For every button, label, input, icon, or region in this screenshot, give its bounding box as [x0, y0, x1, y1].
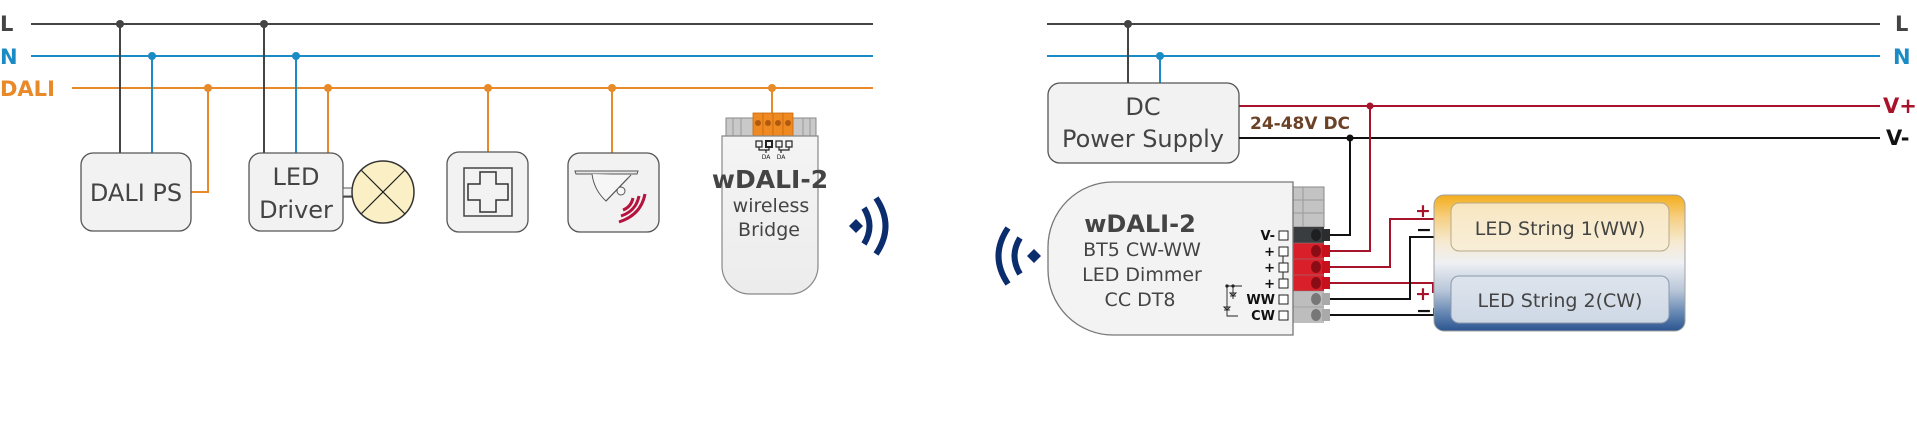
bridge-line-2: Bridge: [738, 219, 800, 241]
voltage-label: 24-48V DC: [1250, 114, 1350, 134]
led-driver-label-2: Driver: [259, 196, 333, 224]
lamp-icon: [342, 160, 415, 224]
wdali2-bridge-device[interactable]: DA DA wDALI-2 wireless Bridge: [712, 112, 828, 295]
dimmer-line-1: BT5 CW-WW: [1083, 239, 1201, 261]
terminal-label-plus-3: +: [1264, 277, 1275, 292]
led-channel-symbol-icon: [1222, 284, 1242, 317]
polarity-minus-1: −: [1416, 219, 1432, 241]
dali-ps-label: DALI PS: [90, 179, 182, 207]
power-supply-wiring: [1124, 20, 1164, 83]
bus-label-n-right: N: [1893, 45, 1911, 69]
polarity-plus-1: +: [1415, 200, 1431, 222]
terminal-label-vminus: V-: [1260, 229, 1275, 244]
led-string-2[interactable]: LED String 2(CW): [1450, 275, 1670, 324]
sensor-device[interactable]: [567, 152, 660, 233]
bridge-wireless-icon: [849, 196, 889, 256]
terminal-label-ww: WW: [1246, 293, 1275, 308]
pushbutton-device[interactable]: [446, 151, 529, 233]
dimmer-line-3: CC DT8: [1105, 289, 1176, 311]
dali-ps-wiring: [116, 20, 212, 193]
led-driver-wiring: [260, 20, 332, 153]
dimmer-line-2: LED Dimmer: [1082, 264, 1202, 286]
power-supply-label-2: Power Supply: [1062, 125, 1224, 153]
bus-label-vminus: V-: [1886, 126, 1909, 150]
bridge-da-label-1: DA: [762, 154, 772, 161]
led-string-1[interactable]: LED String 1(WW): [1450, 202, 1670, 252]
dc-power-supply-device[interactable]: DC Power Supply: [1047, 82, 1240, 164]
led-driver-device[interactable]: LED Driver: [248, 152, 344, 232]
bridge-title: wDALI-2: [712, 165, 828, 194]
dimmer-output-wiring: [1330, 102, 1451, 316]
left-diagram: L N DALI DALI PS: [0, 12, 889, 295]
dimmer-terminal-block: [1292, 186, 1330, 323]
terminal-label-plus-1: +: [1264, 245, 1275, 260]
bus-label-n: N: [0, 45, 18, 69]
dimmer-title: wDALI-2: [1084, 210, 1196, 238]
ceiling-sensor-icon: [574, 170, 639, 202]
bus-label-vplus: V+: [1883, 94, 1917, 118]
led-driver-label-1: LED: [272, 163, 319, 191]
bus-label-l: L: [0, 12, 13, 36]
sensor-wireless-waves-icon: [618, 193, 647, 224]
dimmer-terminal-squares: [1278, 230, 1289, 321]
bus-label-dali: DALI: [0, 77, 55, 101]
terminal-label-cw: CW: [1251, 309, 1275, 324]
led-strings-panel: LED String 1(WW) LED String 2(CW): [1433, 194, 1686, 332]
bus-label-l-right: L: [1895, 12, 1908, 36]
pushbutton-wiring: [484, 84, 492, 152]
bridge-terminal-symbols: [755, 140, 793, 153]
led-string-2-label: LED String 2(CW): [1478, 290, 1643, 312]
pushbutton-icon: [463, 167, 513, 217]
sensor-wiring: [608, 84, 616, 153]
right-diagram: L N DC Power Supply V+ V- 24-48V DC: [995, 12, 1917, 336]
bridge-line-1: wireless: [733, 195, 810, 217]
dimmer-terminal-labels: V- + + + WW CW: [1246, 229, 1275, 324]
bridge-terminal-block: [725, 112, 817, 137]
power-supply-label-1: DC: [1125, 93, 1160, 121]
polarity-plus-2: +: [1415, 283, 1431, 305]
bridge-da-label-2: DA: [777, 154, 787, 161]
wdali2-dimmer-device[interactable]: wDALI-2 BT5 CW-WW LED Dimmer CC DT8 V- +…: [1047, 181, 1330, 336]
polarity-marks: + − + −: [1415, 200, 1432, 322]
led-string-1-label: LED String 1(WW): [1475, 218, 1646, 240]
dali-ps-device[interactable]: DALI PS: [80, 152, 192, 232]
polarity-minus-2: −: [1416, 300, 1432, 322]
dimmer-wireless-icon: [995, 226, 1041, 286]
terminal-label-plus-2: +: [1264, 261, 1275, 276]
